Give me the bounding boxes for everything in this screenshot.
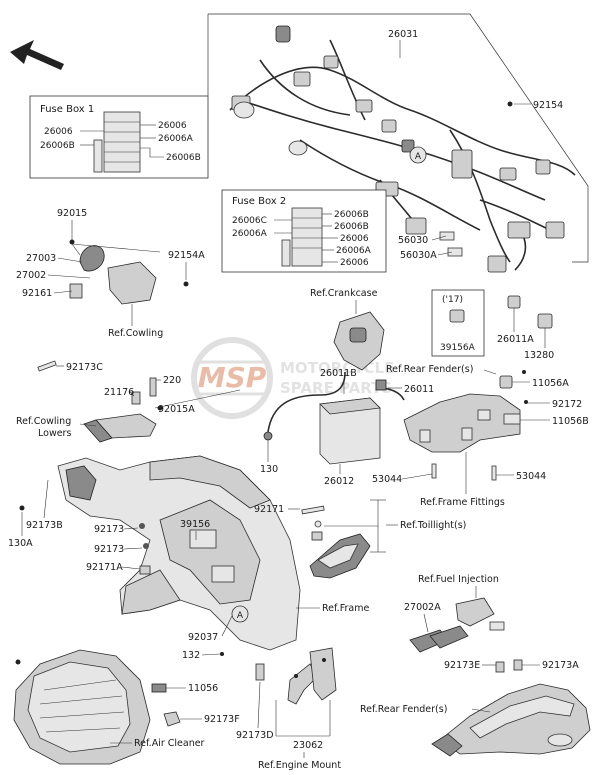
- label-92154a: 92154A: [168, 250, 205, 261]
- marker-a-harness: A: [415, 152, 422, 162]
- marker-a-frame: A: [237, 611, 244, 621]
- watermark-logo: MSP: [198, 361, 267, 394]
- label-92173-1: 92173: [94, 524, 124, 535]
- label-92015: 92015: [57, 208, 87, 219]
- label-39156: 39156: [180, 519, 210, 530]
- fuse-box-2-label-7: 26006: [340, 258, 369, 268]
- fuse-box-2-label-6: 26006A: [336, 246, 372, 256]
- fuse-box-2-label-5: 26006: [340, 234, 369, 244]
- label-132: 132: [182, 650, 200, 661]
- label-92161: 92161: [22, 288, 52, 299]
- fuse-box-2-title: Fuse Box 2: [232, 196, 286, 207]
- fuse-box-1-label-1: 26006: [158, 121, 187, 131]
- fuse-box-1-panel: Fuse Box 1 26006 26006 26006A 26006B 260…: [29, 95, 209, 179]
- label-26012: 26012: [324, 476, 354, 487]
- fuse-box-2-label-1: 26006C: [232, 216, 267, 226]
- label-21176: 21176: [104, 387, 134, 398]
- label-11056b: 11056B: [552, 416, 589, 427]
- fuse-box-2-label-2: 26006B: [334, 210, 369, 220]
- label-11056a: 11056A: [532, 378, 569, 389]
- engine-mount-brackets: [255, 647, 337, 705]
- label-92173a: 92173A: [542, 660, 579, 671]
- relay-parts: [507, 295, 553, 329]
- label-92037: 92037: [188, 632, 218, 643]
- label-27003: 27003: [26, 253, 56, 264]
- label-56030: 56030: [398, 235, 428, 246]
- label-11056: 11056: [188, 683, 218, 694]
- fuse-box-2-label-4: 26006A: [232, 229, 268, 239]
- label-92173e: 92173E: [444, 660, 480, 671]
- main-wiring-harness: A: [229, 25, 576, 273]
- label-92173f: 92173F: [204, 714, 240, 725]
- ref-engine-mount: Ref.Engine Mount: [258, 760, 341, 771]
- label-92173b: 92173B: [26, 520, 63, 531]
- watermark-line2: SPARE PARTS: [280, 379, 392, 397]
- label-92173c: 92173C: [66, 362, 103, 373]
- label-27002: 27002: [16, 270, 46, 281]
- front-direction-arrow-icon: [10, 40, 64, 70]
- label-220: 220: [163, 375, 181, 386]
- label-92173d: 92173D: [236, 730, 274, 741]
- label-92154: 92154: [533, 100, 563, 111]
- year-box-year: ('17): [442, 295, 463, 305]
- ref-frame-fittings: Ref.Frame Fittings: [420, 497, 505, 508]
- label-13280: 13280: [524, 350, 554, 361]
- ref-frame: Ref.Frame: [322, 603, 369, 614]
- ref-toillight: Ref.Toillight(s): [400, 520, 466, 531]
- year-box-panel: ('17) 39156A: [431, 289, 485, 357]
- horn-assembly: [69, 239, 189, 305]
- label-26011: 26011: [404, 384, 434, 395]
- fuse-box-2-panel: Fuse Box 2 26006C 26006B 26006B 26006A 2…: [221, 189, 387, 273]
- fuse-box-1-title: Fuse Box 1: [40, 104, 94, 115]
- ref-cowling-lowers-line2: Lowers: [38, 428, 71, 439]
- label-92173-2: 92173: [94, 544, 124, 555]
- inner-cowling-frame: A: [19, 455, 301, 656]
- ref-fuel-injection: Ref.Fuel Injection: [418, 574, 499, 585]
- label-27002a: 27002A: [404, 602, 441, 613]
- ref-rear-fender-top: Ref.Rear Fender(s): [386, 364, 473, 375]
- fuel-injection-parts: [409, 597, 523, 673]
- fuse-box-1-label-2: 26006: [44, 127, 73, 137]
- ref-cowling: Ref.Cowling: [108, 328, 163, 339]
- air-cleaner-part: [13, 649, 181, 765]
- label-130: 130: [260, 464, 278, 475]
- label-92015a: 92015A: [158, 404, 195, 415]
- watermark: MSP MOTORCYCLE SPARE PARTS: [191, 337, 394, 419]
- label-26031: 26031: [388, 29, 418, 40]
- label-56030a: 56030A: [400, 250, 437, 261]
- label-23062: 23062: [293, 740, 323, 751]
- label-53044-left: 53044: [372, 474, 402, 485]
- fuse-box-1-label-4: 26006B: [40, 141, 75, 151]
- ref-cowling-lowers-line1: Ref.Cowling: [16, 416, 71, 427]
- ref-rear-fender-bottom: Ref.Rear Fender(s): [360, 704, 447, 715]
- label-92171a: 92171A: [86, 562, 123, 573]
- fuse-box-2-label-3: 26006B: [334, 222, 369, 232]
- label-92172: 92172: [552, 399, 582, 410]
- label-53044-right: 53044: [516, 471, 546, 482]
- battery-area: [263, 311, 528, 481]
- label-26011b: 26011B: [320, 368, 357, 379]
- label-92171: 92171: [254, 504, 284, 515]
- rear-fender-part: [431, 683, 591, 757]
- ref-air-cleaner: Ref.Air Cleaner: [134, 738, 205, 749]
- year-box-part: 39156A: [440, 343, 476, 353]
- label-130a: 130A: [8, 538, 33, 549]
- toillight-parts: [301, 505, 371, 579]
- label-26011a: 26011A: [497, 334, 534, 345]
- fuse-box-1-label-3: 26006A: [158, 134, 194, 144]
- ref-crankcase: Ref.Crankcase: [310, 288, 378, 299]
- fuse-box-1-label-5: 26006B: [166, 153, 201, 163]
